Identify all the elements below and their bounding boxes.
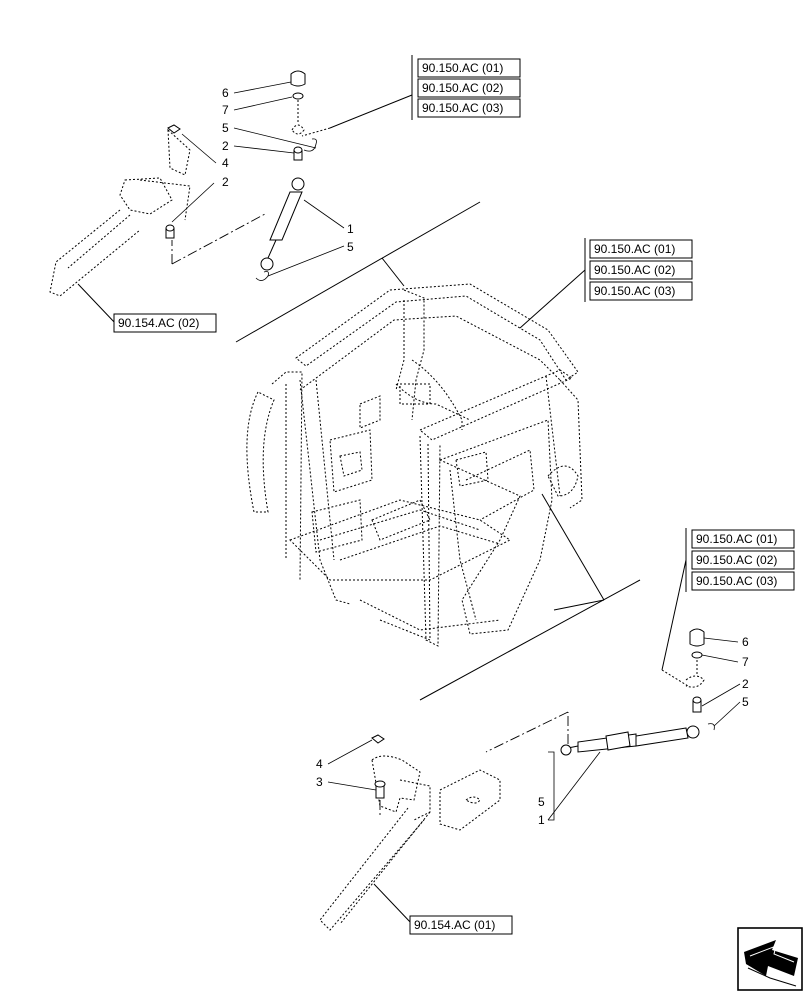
ref-label[interactable]: 90.154.AC (01) [414,918,495,932]
ref-box[interactable] [589,239,693,259]
ref-label[interactable]: 90.150.AC (01) [696,532,777,546]
cap-part [290,70,306,87]
nut-part [167,124,181,134]
ref-box[interactable] [589,260,693,280]
ref-label[interactable]: 90.150.AC (03) [594,284,675,298]
callout-5[interactable]: 5 [538,795,545,809]
callout-4[interactable]: 4 [222,156,229,170]
callout-6[interactable]: 6 [742,635,749,649]
nut-part [292,92,304,100]
callout-2[interactable]: 2 [222,139,229,153]
callout-2[interactable]: 2 [222,175,229,189]
clip-part [303,138,317,152]
ref-box[interactable] [417,58,521,78]
ref-label[interactable]: 90.150.AC (03) [696,574,777,588]
bottom-arm-reference: 90.154.AC (01) [373,883,513,935]
cab-reference-group: 90.150.AC (01) 90.150.AC (02) 90.150.AC … [519,238,693,329]
callout-3[interactable]: 3 [316,775,323,789]
callout-4[interactable]: 4 [316,757,323,771]
ref-box[interactable] [691,571,795,591]
nut-part [691,651,703,659]
callout-5[interactable]: 5 [347,240,354,254]
ref-box[interactable] [409,915,513,935]
callout-1[interactable]: 1 [538,813,545,827]
ref-box[interactable] [691,550,795,570]
top-reference-group: 90.150.AC (01) 90.150.AC (02) 90.150.AC … [301,55,521,137]
ref-label[interactable]: 90.150.AC (01) [422,61,503,75]
callout-5[interactable]: 5 [742,695,749,709]
ref-box[interactable] [417,98,521,118]
ref-box[interactable] [417,78,521,98]
callout-7[interactable]: 7 [742,655,749,669]
lower-strut-assembly: 6 7 2 5 4 3 5 1 [316,628,749,931]
ref-label[interactable]: 90.150.AC (03) [422,101,503,115]
ref-label[interactable]: 90.154.AC (02) [118,316,199,330]
ref-box[interactable] [691,529,795,549]
ref-label[interactable]: 90.150.AC (01) [594,242,675,256]
left-arm-reference: 90.154.AC (02) [77,283,217,333]
right-reference-group: 90.150.AC (01) 90.150.AC (02) 90.150.AC … [661,528,795,687]
callout-6[interactable]: 6 [222,86,229,100]
callout-5[interactable]: 5 [222,121,229,135]
ref-label[interactable]: 90.150.AC (02) [594,263,675,277]
cab-frame [235,201,641,701]
callout-2[interactable]: 2 [742,677,749,691]
ref-box[interactable] [113,313,217,333]
callout-7[interactable]: 7 [222,103,229,117]
next-page-arrow-icon[interactable] [737,927,803,991]
callout-1[interactable]: 1 [347,222,354,236]
ref-box[interactable] [589,281,693,301]
gas-strut-part [269,191,303,241]
upper-strut-assembly: 6 7 5 2 4 2 1 5 [49,70,354,297]
clip-part [707,723,715,731]
ref-label[interactable]: 90.150.AC (02) [696,553,777,567]
cap-part [689,628,705,647]
nut-part [371,734,385,744]
ref-label[interactable]: 90.150.AC (02) [422,81,503,95]
